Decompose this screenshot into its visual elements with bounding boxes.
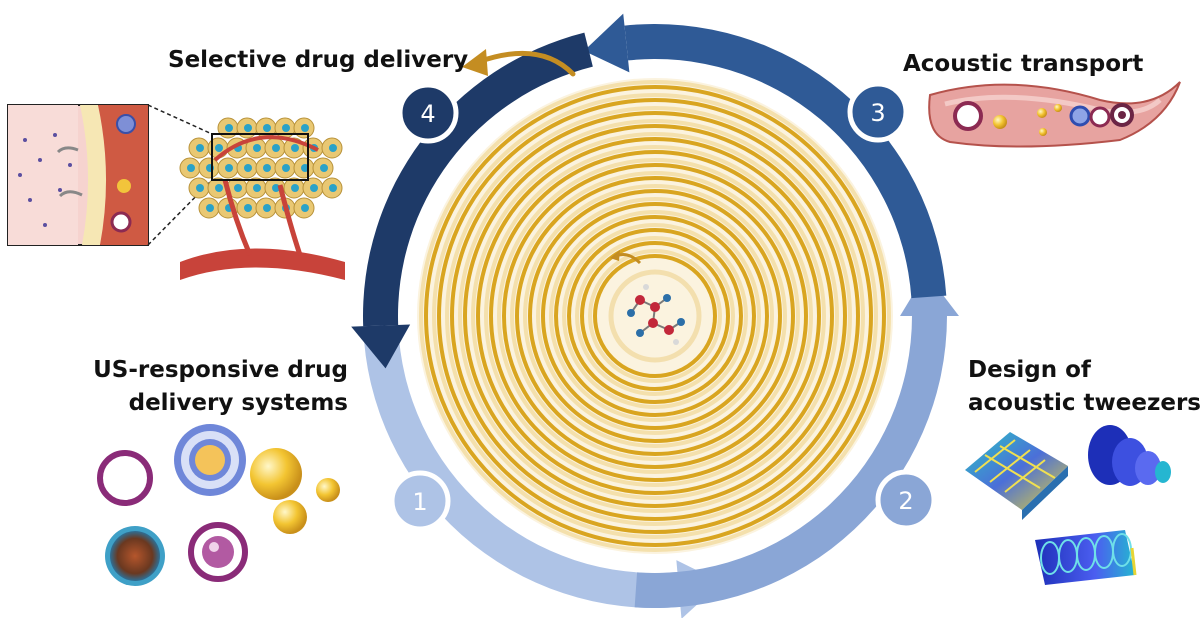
- label-design-line1: Design of: [968, 357, 1092, 383]
- tumor-cell-nucleus: [244, 204, 252, 212]
- tumor-cell-nucleus: [310, 184, 318, 192]
- spiral-ring-glow: [549, 210, 761, 422]
- tumor-cell-nucleus: [263, 204, 271, 212]
- spiral-ring: [437, 98, 873, 534]
- spiral-ring-glow: [484, 145, 826, 487]
- tumor-cluster-illustration: [179, 117, 345, 280]
- spiral-ring: [593, 254, 717, 378]
- step-badge-4: 4: [397, 82, 459, 144]
- blood-vessel-illustration: [928, 81, 1181, 148]
- release-arrow-icon: [462, 49, 576, 77]
- tumor-cell-nucleus: [301, 204, 309, 212]
- spiral-ring: [489, 150, 821, 482]
- tumor-cell-nucleus: [263, 164, 271, 172]
- bubble-icon: [188, 522, 248, 582]
- tumor-cell-nucleus: [196, 184, 204, 192]
- label-us-responsive-line2: delivery systems: [129, 390, 348, 416]
- tumor-cell-nucleus: [301, 124, 309, 132]
- acoustic-spiral: [417, 78, 893, 554]
- spiral-ring-glow: [471, 132, 839, 500]
- spiral-ring: [502, 163, 808, 469]
- tumor-cell-nucleus: [244, 164, 252, 172]
- tissue-inset-illustration: [7, 104, 213, 246]
- spiral-ring: [515, 176, 795, 456]
- tumor-cell-nucleus: [234, 184, 242, 192]
- step-number-3: 3: [870, 99, 885, 127]
- spiral-ring-glow: [445, 106, 865, 526]
- spiral-ring: [476, 137, 834, 495]
- spiral-ring: [580, 241, 730, 391]
- spiral-ring-glow: [536, 197, 774, 435]
- tumor-cell-nucleus: [215, 184, 223, 192]
- acoustic-field-plots: [965, 425, 1171, 585]
- tumor-cell-nucleus: [225, 124, 233, 132]
- label-design-line2: acoustic tweezers: [968, 390, 1200, 416]
- label-acoustic-transport: Acoustic transport: [903, 51, 1143, 77]
- field-spiral-plot: [1035, 530, 1137, 585]
- step-badge-2: 2: [875, 469, 937, 531]
- spiral-ring-glow: [510, 171, 800, 461]
- spiral-ring: [424, 85, 886, 547]
- spiral-ring: [554, 215, 756, 417]
- spiral-ring-glow: [497, 158, 813, 474]
- tumor-cell-nucleus: [272, 144, 280, 152]
- spiral-ring: [450, 111, 860, 521]
- ring-segment-3-arrowhead: [583, 13, 630, 73]
- spiral-ring-glow: [523, 184, 787, 448]
- tumor-cell-nucleus: [291, 144, 299, 152]
- label-selective-drug-delivery: Selective drug delivery: [168, 47, 468, 73]
- tumor-cell-nucleus: [244, 124, 252, 132]
- spiral-ring-glow: [458, 119, 852, 513]
- spiral-ring-glow: [562, 223, 748, 409]
- tumor-cell-nucleus: [253, 144, 261, 152]
- spiral-ring-glow: [419, 80, 891, 552]
- spiral-ring-glow: [432, 93, 878, 539]
- spiral-ring: [463, 124, 847, 508]
- spiral-ring: [567, 228, 743, 404]
- step-number-4: 4: [420, 100, 435, 128]
- tumor-cell-nucleus: [206, 204, 214, 212]
- ring-segment-3: [624, 23, 947, 299]
- tumor-cell-nucleus: [329, 184, 337, 192]
- tumor-cell-nucleus: [196, 144, 204, 152]
- spiral-ring-glow: [575, 236, 735, 396]
- field-surface-plot: [965, 432, 1068, 520]
- step-badge-1: 1: [389, 470, 451, 532]
- tumor-cell-nucleus: [187, 164, 195, 172]
- tumor-cell-nucleus: [329, 144, 337, 152]
- step-number-2: 2: [898, 487, 913, 515]
- label-us-responsive-line1: US-responsive drug: [93, 357, 348, 383]
- ring-segment-2: [634, 316, 947, 608]
- step-number-1: 1: [412, 488, 427, 516]
- tumor-cell-nucleus: [215, 144, 223, 152]
- field-vortex-plot: [1088, 425, 1171, 486]
- tumor-cell-nucleus: [282, 124, 290, 132]
- micelle-icon: [105, 526, 165, 586]
- inner-rotation-arrow-icon: [610, 250, 642, 265]
- ring-segment-4: [363, 32, 593, 327]
- spiral-ring: [541, 202, 769, 430]
- tumor-cell-nucleus: [282, 164, 290, 172]
- liposome-icon: [174, 424, 246, 496]
- tumor-cell-nucleus: [253, 184, 261, 192]
- molecule-icon: [627, 284, 685, 345]
- spiral-ring-glow: [588, 249, 722, 383]
- step-badge-3: 3: [847, 81, 909, 143]
- tumor-cell-nucleus: [291, 184, 299, 192]
- ring-segment-4-arrowhead: [351, 324, 411, 369]
- tumor-cell-nucleus: [320, 164, 328, 172]
- spiral-ring: [528, 189, 782, 443]
- tumor-cell-nucleus: [263, 124, 271, 132]
- nanocarriers-illustration: [97, 424, 340, 586]
- tumor-cell-nucleus: [225, 164, 233, 172]
